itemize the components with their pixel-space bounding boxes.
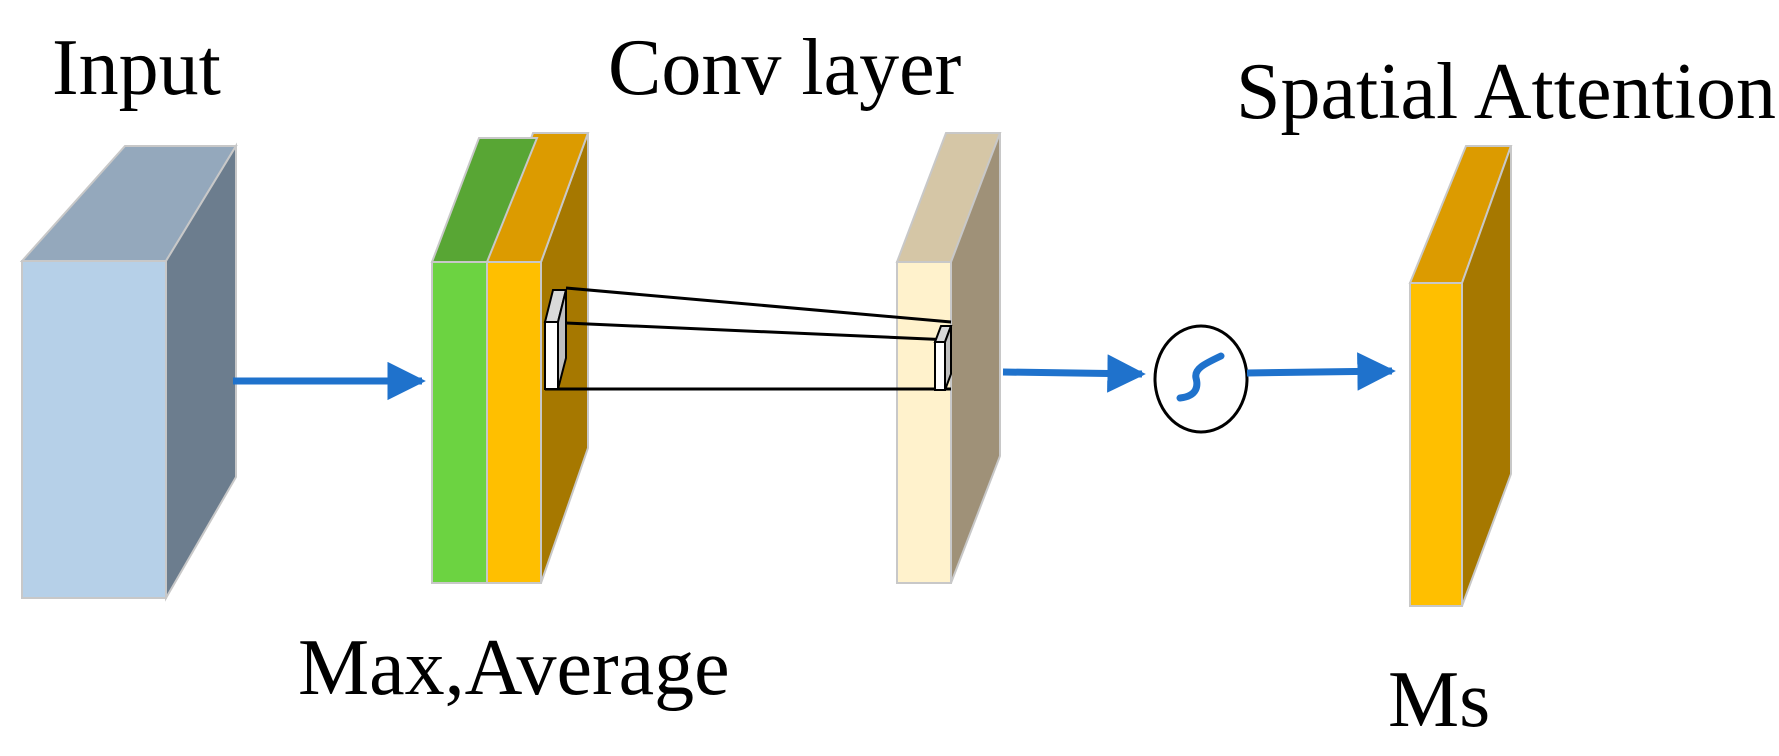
input-label: Input	[52, 24, 221, 112]
ms-map-front	[1409, 282, 1463, 607]
arrow-conv-to-sigmoid	[1002, 354, 1146, 393]
kernel-line-middle	[565, 321, 952, 342]
sigmoid-curve	[1176, 352, 1225, 402]
conv-block-front	[896, 261, 952, 584]
input-block	[19, 142, 238, 602]
kernel-line-top	[565, 286, 952, 324]
conv-kernel-projection	[543, 286, 953, 391]
green-map-front	[431, 261, 488, 584]
conv-layer-block	[895, 132, 1002, 584]
arrow-sigmoid-to-attention	[1246, 352, 1396, 391]
sigmoid-circle	[1153, 324, 1249, 434]
max-average-label: Max,Average	[298, 624, 730, 712]
orange-map-front	[486, 261, 542, 584]
sigmoid-icon	[1153, 324, 1249, 434]
ms-label: Ms	[1388, 656, 1491, 744]
source-kernel-front	[544, 321, 559, 390]
target-kernel-front	[934, 341, 946, 391]
spatial-attention-map	[1408, 145, 1513, 607]
input-block-front	[21, 260, 167, 599]
pooled-maps	[430, 132, 590, 584]
conv-layer-label: Conv layer	[608, 24, 962, 112]
spatial-attention-label: Spatial Attention	[1236, 48, 1776, 136]
